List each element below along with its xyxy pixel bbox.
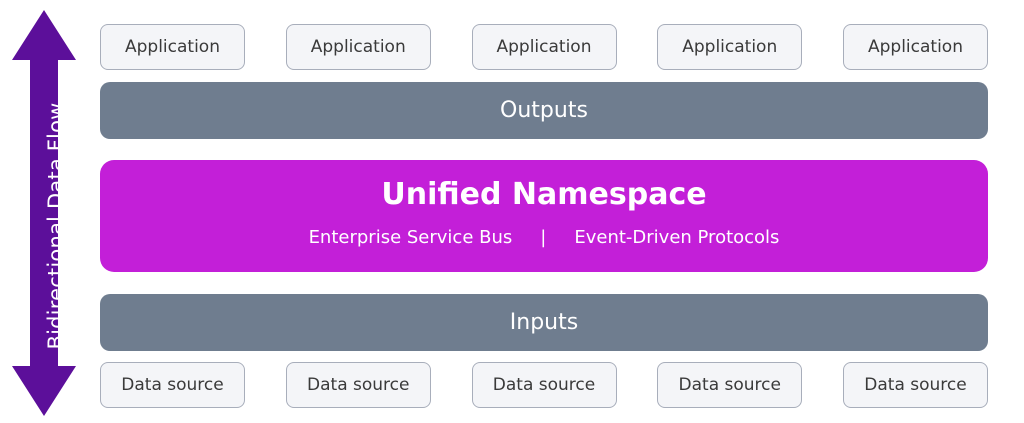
data-source-box: Data source: [100, 362, 245, 408]
inputs-layer: Inputs: [100, 294, 988, 351]
data-source-box: Data source: [657, 362, 803, 408]
unified-namespace-title: Unified Namespace: [381, 177, 707, 212]
application-box: Application: [471, 24, 617, 70]
flow-arrow-label: Bidirectional Data Flow: [44, 102, 68, 350]
double-arrow-icon: [12, 10, 76, 416]
data-source-box: Data source: [843, 362, 988, 408]
event-driven-protocols-label: Event-Driven Protocols: [574, 227, 780, 248]
application-box: Application: [843, 24, 988, 70]
bidirectional-flow-arrow: Bidirectional Data Flow: [12, 10, 76, 416]
outputs-layer: Outputs: [100, 82, 988, 139]
data-source-box: Data source: [471, 362, 617, 408]
unified-namespace-layer: Unified Namespace Enterprise Service Bus…: [100, 160, 988, 272]
application-box: Application: [100, 24, 245, 70]
data-source-box: Data source: [285, 362, 431, 408]
unified-namespace-subtitle: Enterprise Service Bus | Event-Driven Pr…: [100, 227, 988, 248]
enterprise-service-bus-label: Enterprise Service Bus: [308, 227, 513, 248]
subtitle-separator: |: [540, 227, 547, 248]
applications-row: Application Application Application Appl…: [100, 24, 988, 70]
application-box: Application: [285, 24, 431, 70]
data-sources-row: Data source Data source Data source Data…: [100, 362, 988, 408]
application-box: Application: [657, 24, 803, 70]
